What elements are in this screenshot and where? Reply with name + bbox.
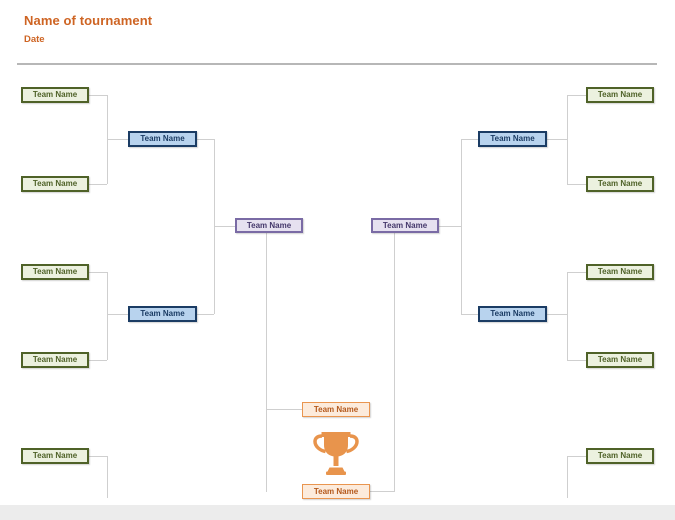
team-box-round1-right-3[interactable]: Team Name [586,264,654,280]
team-box-finalist-bottom[interactable]: Team Name [302,484,370,499]
team-box-finalist-top[interactable]: Team Name [302,402,370,417]
connector-line [547,139,567,140]
connector-line [567,456,586,457]
team-box-round1-right-4[interactable]: Team Name [586,352,654,368]
team-box-round2-left-2[interactable]: Team Name [128,306,197,322]
connector-line [567,95,586,96]
connector-line [567,456,568,498]
connector-line [197,139,214,140]
connector-line [89,95,107,96]
connector-line [567,272,568,360]
connector-line [266,409,302,410]
team-box-round1-left-2[interactable]: Team Name [21,176,89,192]
connector-line [461,139,478,140]
connector-line [266,233,267,492]
team-box-round2-left-1[interactable]: Team Name [128,131,197,147]
connector-line [107,314,128,315]
team-box-round2-right-1[interactable]: Team Name [478,131,547,147]
connector-line [107,456,108,498]
connector-line [214,226,235,227]
connector-line [394,233,395,492]
team-box-round1-left-1[interactable]: Team Name [21,87,89,103]
connector-line [107,139,128,140]
team-box-round1-left-3[interactable]: Team Name [21,264,89,280]
connector-line [370,491,394,492]
connector-line [89,456,107,457]
connector-line [89,360,107,361]
connector-line [567,360,586,361]
connector-line [461,139,462,314]
header-divider [17,63,657,65]
connector-line [567,272,586,273]
team-box-round2-right-2[interactable]: Team Name [478,306,547,322]
team-box-round1-left-4[interactable]: Team Name [21,352,89,368]
connector-line [107,272,108,360]
team-box-semifinal-left[interactable]: Team Name [235,218,303,233]
tournament-date: Date [24,34,45,45]
connector-line [89,272,107,273]
canvas-edge [0,505,675,520]
connector-line [547,314,567,315]
connector-line [89,184,107,185]
trophy-icon [313,432,359,475]
connector-line [567,184,586,185]
page-title: Name of tournament [24,13,153,28]
team-box-round1-right-5[interactable]: Team Name [586,448,654,464]
connector-line [439,226,461,227]
team-box-round1-right-2[interactable]: Team Name [586,176,654,192]
connector-line [197,314,214,315]
team-box-round1-right-1[interactable]: Team Name [586,87,654,103]
connector-line [461,314,478,315]
team-box-semifinal-right[interactable]: Team Name [371,218,439,233]
team-box-round1-left-5[interactable]: Team Name [21,448,89,464]
connector-line [567,95,568,184]
